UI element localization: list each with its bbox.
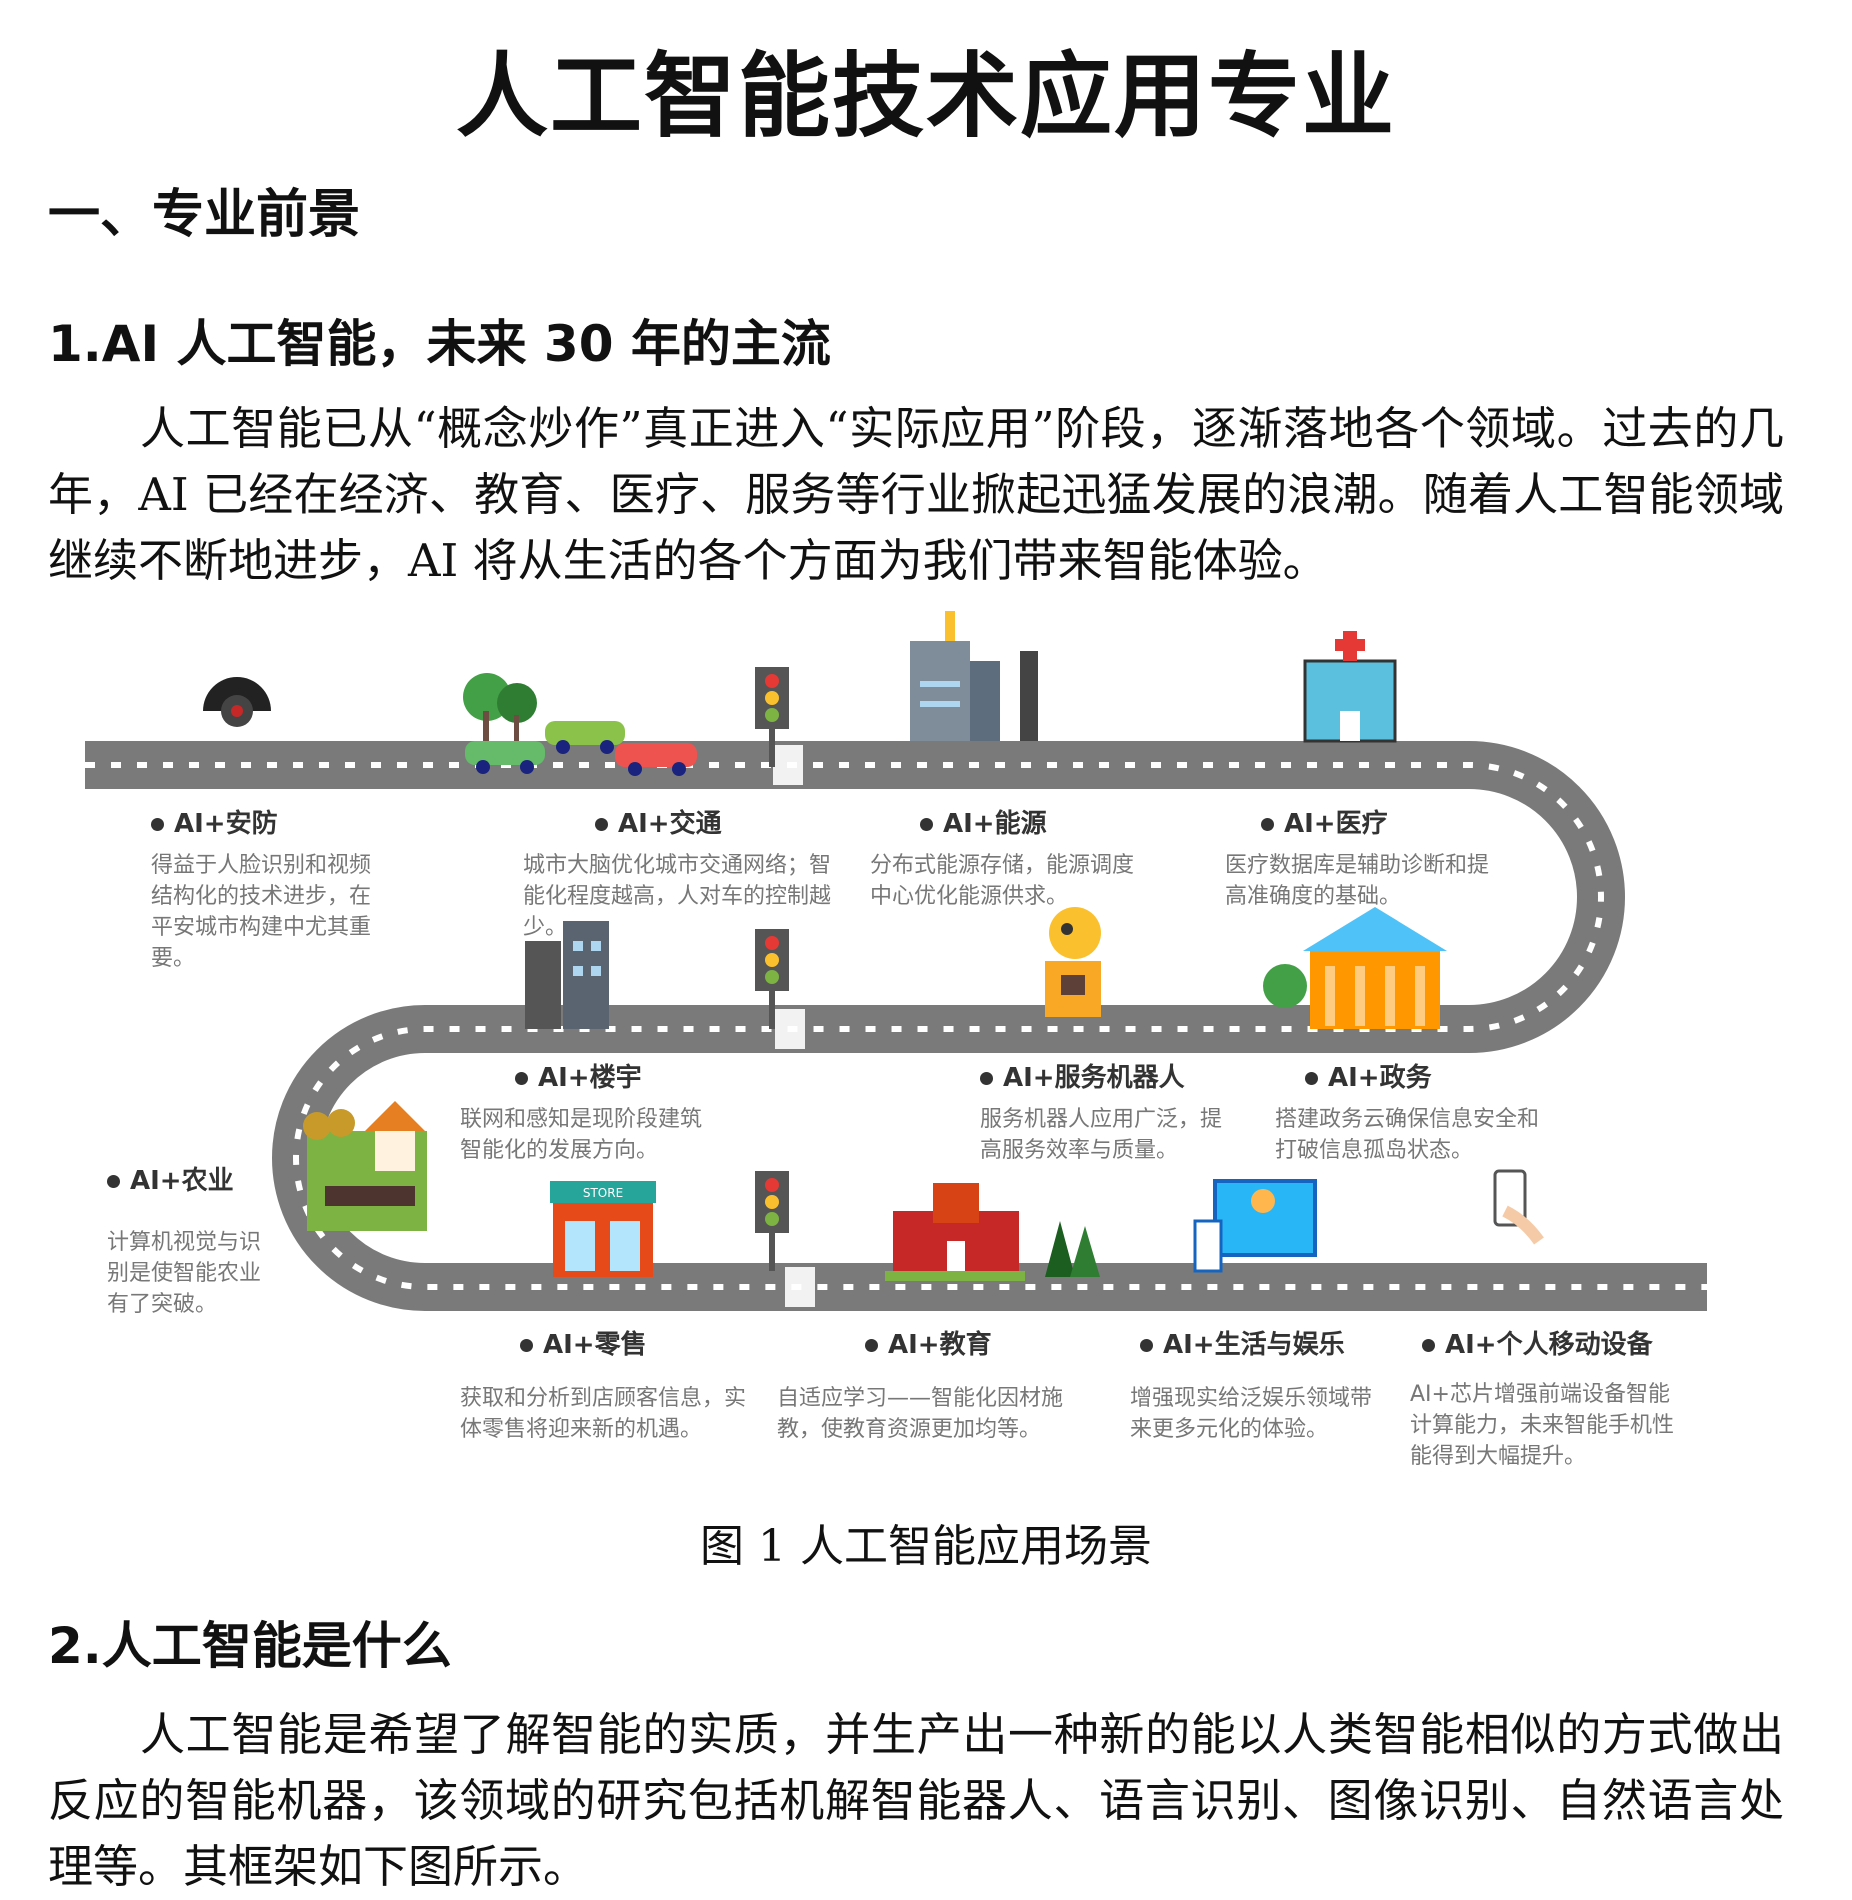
hospital-icon	[1303, 631, 1397, 743]
scenario-government: AI+政务搭建政务云确保信息安全和打破信息孤岛状态。	[1275, 1057, 1555, 1166]
scenario-label: AI+能源	[920, 803, 1140, 840]
traffic-light-icon	[755, 1171, 789, 1271]
scenario-retail: AI+零售获取和分析到店顾客信息，实体零售将迎来新的机遇。	[460, 1324, 760, 1445]
scenario-label: AI+服务机器人	[980, 1057, 1240, 1094]
scenario-label: AI+安防	[151, 803, 391, 840]
smartphone-icon	[1493, 1169, 1544, 1245]
scenario-energy: AI+能源分布式能源存储，能源调度中心优化能源供求。	[870, 803, 1140, 912]
subsection-heading: 2.人工智能是什么	[48, 1617, 452, 1675]
scenario-entertainment: AI+生活与娱乐增强现实给泛娱乐领域带来更多元化的体验。	[1130, 1324, 1390, 1445]
scenario-desc: 增强现实给泛娱乐领域带来更多元化的体验。	[1130, 1386, 1373, 1442]
buildings-icon	[525, 921, 609, 1029]
car-icon	[465, 741, 545, 774]
scenario-healthcare: AI+医疗医疗数据库是辅助诊断和提高准确度的基础。	[1225, 803, 1495, 912]
scenario-label: AI+零售	[520, 1324, 760, 1361]
scenario-mobile-devices: AI+个人移动设备 AI+芯片增强前端设备智能计算能力，未来智能手机性能得到大幅提…	[1410, 1324, 1690, 1472]
store-sign: STORE	[583, 1186, 623, 1200]
figure-caption: 图 1 人工智能应用场景	[700, 1521, 1152, 1572]
security-camera-icon	[203, 677, 271, 727]
traffic-light-icon	[755, 667, 789, 767]
school-icon	[885, 1183, 1100, 1281]
video-monitor-icon	[1193, 1179, 1317, 1273]
scenario-service-robot: AI+服务机器人服务机器人应用广泛，提高服务效率与质量。	[980, 1057, 1240, 1166]
scenario-label: AI+生活与娱乐	[1140, 1324, 1390, 1361]
road-markings	[85, 762, 1707, 1290]
scenario-desc: 自适应学习——智能化因材施教，使教育资源更加均等。	[777, 1386, 1064, 1442]
car-icon	[545, 721, 625, 754]
scenario-desc: 城市大脑优化城市交通网络；智能化程度越高，人对车的控制越少。	[523, 853, 832, 940]
traffic-light-icon	[755, 929, 789, 1029]
scenario-label: AI+个人移动设备	[1422, 1324, 1690, 1361]
scenario-security: AI+安防得益于人脸识别和视频结构化的技术进步，在平安城市构建中尤其重要。	[151, 803, 391, 974]
section-heading: 一、专业前景	[48, 185, 361, 245]
ai-application-figure: STORE AI+安防得益于人脸识别和视频结构化的技术进步，在平安城市构建中尤其…	[85, 611, 1707, 1489]
scenario-label: AI+医疗	[1261, 803, 1495, 840]
store-icon: STORE	[550, 1181, 656, 1277]
scenario-desc: 分布式能源存储，能源调度中心优化能源供求。	[870, 853, 1135, 909]
road-illustration: STORE	[85, 611, 1707, 1311]
scenario-desc: 计算机视觉与识别是使智能农业有了突破。	[107, 1230, 262, 1317]
scenario-education: AI+教育自适应学习——智能化因材施教，使教育资源更加均等。	[777, 1324, 1087, 1445]
scenario-desc: 服务机器人应用广泛，提高服务效率与质量。	[980, 1107, 1223, 1163]
robot-icon	[1045, 907, 1101, 1017]
scenario-label: AI+交通	[595, 803, 843, 840]
page-title: 人工智能技术应用专业	[455, 43, 1396, 150]
car-icon	[615, 743, 697, 776]
scenario-agriculture: AI+农业计算机视觉与识别是使智能农业有了突破。	[107, 1160, 277, 1320]
scenario-traffic: AI+交通城市大脑优化城市交通网络；智能化程度越高，人对车的控制越少。	[523, 803, 843, 943]
scenario-desc: 医疗数据库是辅助诊断和提高准确度的基础。	[1225, 853, 1490, 909]
scenario-desc: AI+芯片增强前端设备智能计算能力，未来智能手机性能得到大幅提升。	[1410, 1382, 1675, 1469]
scenario-desc: 联网和感知是现阶段建筑智能化的发展方向。	[460, 1107, 703, 1163]
crosswalks	[773, 745, 815, 1307]
paragraph: 人工智能是希望了解智能的实质，并生产出一种新的能以人类智能相似的方式做出反应的智…	[48, 1708, 1784, 1893]
scenario-label: AI+农业	[107, 1160, 277, 1197]
factory-icon	[910, 611, 1038, 741]
government-building-icon	[1263, 907, 1447, 1029]
farm-icon	[303, 1101, 427, 1231]
subsection-heading: 1.AI 人工智能，未来 30 年的主流	[48, 315, 831, 373]
scenario-label: AI+教育	[865, 1324, 1087, 1361]
scenario-desc: 得益于人脸识别和视频结构化的技术进步，在平安城市构建中尤其重要。	[151, 853, 372, 971]
trees-icon	[463, 673, 537, 741]
scenario-buildings: AI+楼宇联网和感知是现阶段建筑智能化的发展方向。	[460, 1057, 720, 1166]
scenario-desc: 搭建政务云确保信息安全和打破信息孤岛状态。	[1275, 1107, 1540, 1163]
scenario-label: AI+楼宇	[515, 1057, 720, 1094]
scenario-desc: 获取和分析到店顾客信息，实体零售将迎来新的机遇。	[460, 1386, 747, 1442]
paragraph: 人工智能已从“概念炒作”真正进入“实际应用”阶段，逐渐落地各个领域。过去的几年，…	[48, 402, 1784, 587]
scenario-label: AI+政务	[1305, 1057, 1555, 1094]
